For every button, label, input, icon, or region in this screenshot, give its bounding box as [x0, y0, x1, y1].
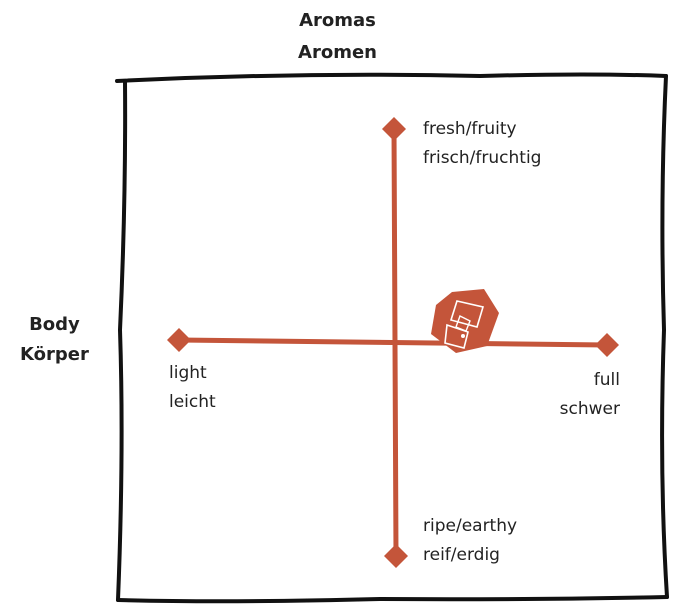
left-pole-de: leicht	[169, 392, 216, 412]
right-pole-en: full	[593, 370, 620, 390]
frame-left	[116, 79, 128, 602]
wine-cube-icon	[431, 289, 499, 353]
bottom-pole-label: ripe/earthy reif/erdig	[423, 512, 517, 570]
endpoint-left	[167, 328, 191, 352]
body-axis	[176, 337, 610, 348]
endpoint-right	[595, 333, 619, 357]
aromas-title-en: Aromas	[299, 10, 376, 31]
body-title-de: Körper	[20, 344, 89, 365]
top-pole-de: frisch/fruchtig	[423, 148, 542, 168]
bottom-pole-en: ripe/earthy	[423, 516, 518, 536]
right-pole-label: full schwer	[560, 366, 620, 424]
bottom-pole-de: reif/erdig	[423, 545, 500, 565]
frame-top	[115, 72, 668, 83]
frame	[115, 72, 669, 604]
body-title: Body Körper	[20, 310, 89, 370]
top-pole-en: fresh/fruity	[423, 119, 517, 139]
endpoint-top	[382, 117, 406, 141]
left-pole-en: light	[169, 363, 207, 383]
axes	[176, 126, 610, 559]
aromas-title-de: Aromen	[298, 42, 377, 63]
frame-right	[660, 74, 669, 599]
body-title-en: Body	[29, 314, 80, 335]
axis-endpoints	[167, 117, 619, 568]
endpoint-bottom	[384, 544, 408, 568]
right-pole-de: schwer	[559, 399, 620, 419]
top-pole-label: fresh/fruity frisch/fruchtig	[423, 115, 541, 173]
frame-bottom	[116, 595, 669, 604]
left-pole-label: light leicht	[169, 359, 216, 417]
aromas-title: Aromas Aromen	[0, 5, 675, 69]
